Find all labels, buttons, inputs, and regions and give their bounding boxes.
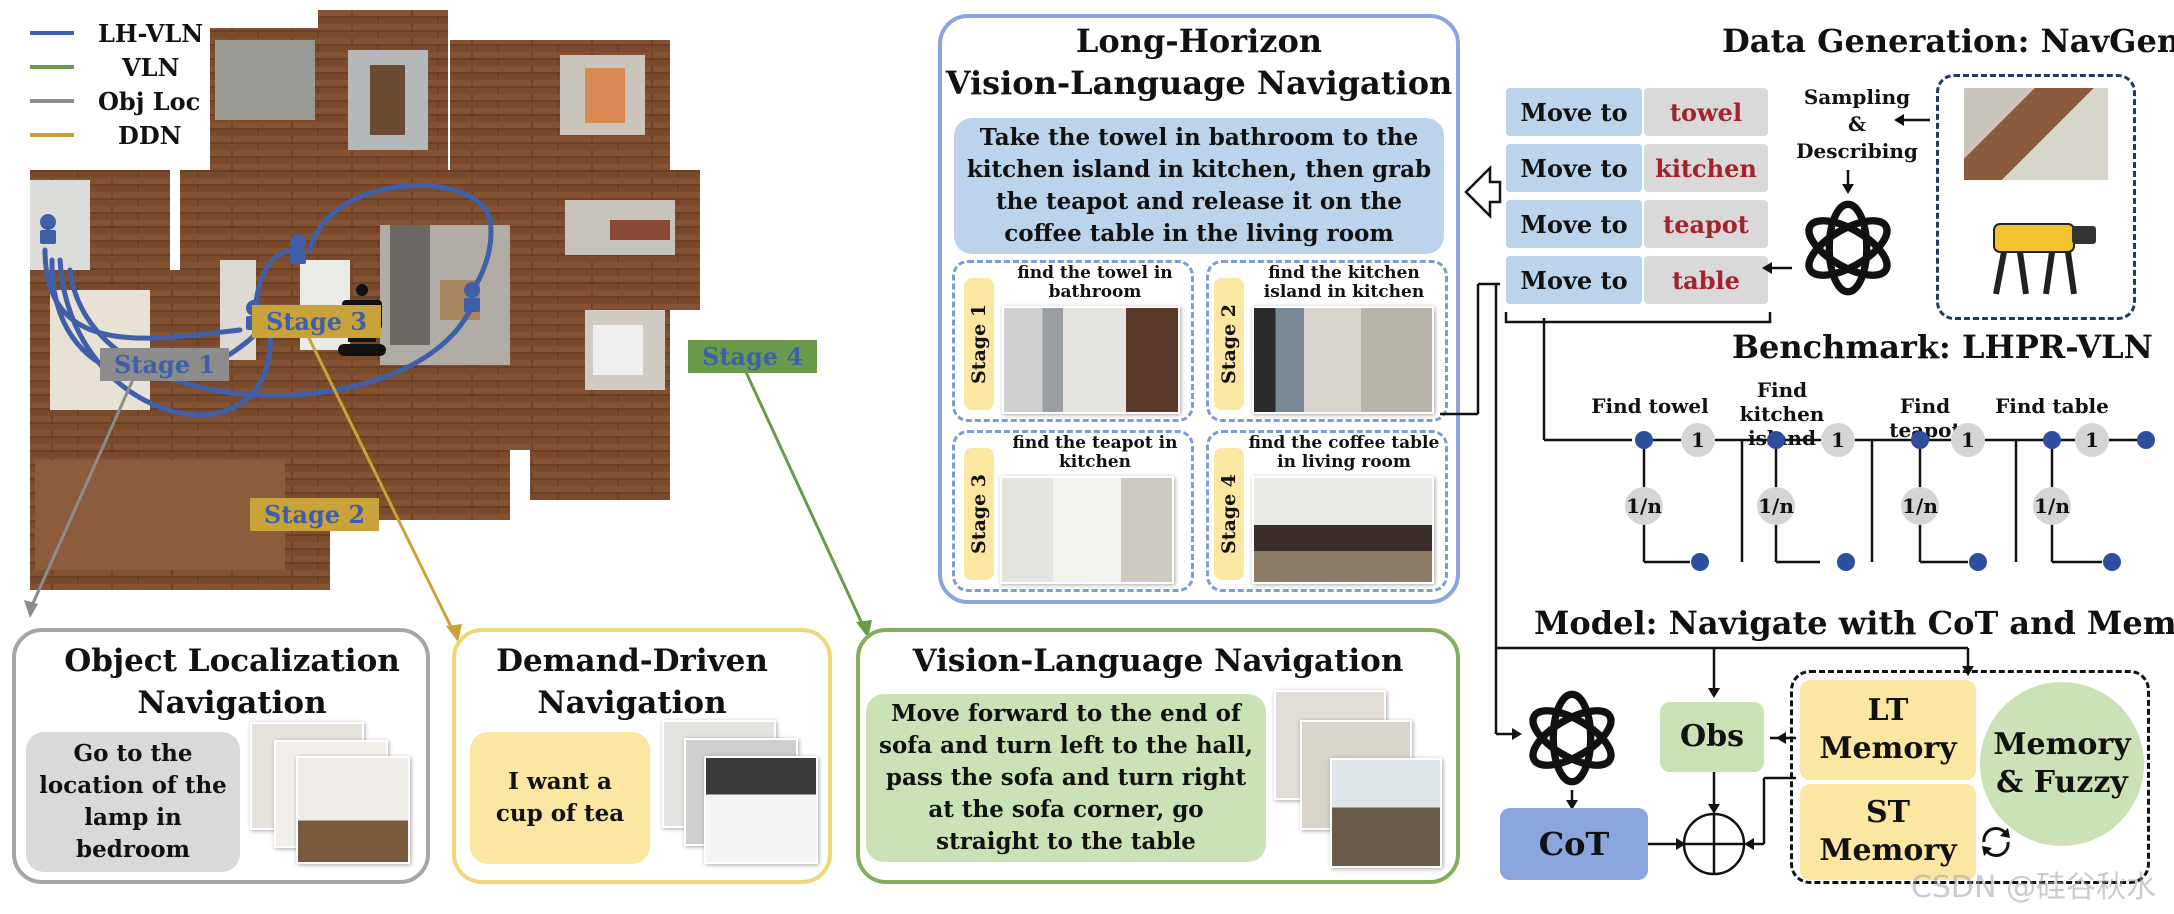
- vln-instruction: Move forward to the end of sofa and turn…: [866, 694, 1266, 862]
- step-label-4: Find table: [1995, 394, 2109, 418]
- step-label-3: Find teapot: [1889, 394, 1961, 442]
- sampling-describing-label: Sampling & Describing: [1796, 85, 1918, 163]
- navgen-title: Data Generation: NavGen: [1722, 22, 2174, 60]
- llm-logo-icon: [1805, 200, 1891, 296]
- step-label-1: Find towel: [1591, 394, 1709, 418]
- stage-3-label: Stage 3: [252, 305, 382, 338]
- edge-label-1a: 1: [1691, 428, 1705, 452]
- move-target-4: table: [1644, 256, 1768, 304]
- legend-label: VLN: [122, 52, 180, 82]
- vln-photo-front: [1330, 758, 1442, 868]
- memory-dashed-box: [1790, 670, 2150, 884]
- edge-label-frac-a: 1/n: [1626, 494, 1662, 518]
- legend-item-ddn: DDN: [30, 120, 182, 150]
- move-action-3: Move to: [1506, 200, 1642, 248]
- edge-label-1d: 1: [2085, 428, 2099, 452]
- subtask-panel-1: [952, 260, 1194, 422]
- stage-4-label: Stage 4: [688, 340, 818, 373]
- subtask-photo-4: [1252, 476, 1434, 584]
- subtask-photo-1: [1002, 306, 1180, 414]
- lt-memory-block: LT Memory: [1800, 680, 1976, 780]
- llm-logo-icon: [1529, 690, 1615, 786]
- lhvln-instruction: Take the towel in bathroom to the kitche…: [954, 118, 1444, 254]
- subtask-stage-2-tag: Stage 2: [1214, 278, 1244, 410]
- move-target-3: teapot: [1644, 200, 1768, 248]
- graph-node: [1969, 553, 1987, 571]
- subtask-stage-3-tag: Stage 3: [964, 448, 994, 580]
- graph-node: [2043, 431, 2061, 449]
- legend-swatch-icon: [30, 65, 74, 69]
- ddn-photo-front: [704, 756, 818, 864]
- objloc-title: Object Localization Navigation: [64, 643, 400, 721]
- legend-swatch-icon: [30, 133, 74, 137]
- step-label-2: Find kitchen island: [1739, 378, 1825, 450]
- memory-fuzzy-circle: Memory & Fuzzy: [1980, 682, 2144, 846]
- graph-node: [1691, 553, 1709, 571]
- legend-label: LH-VLN: [98, 18, 204, 48]
- robot-dog-icon: [1993, 223, 2096, 295]
- subtask-caption-3: find the teapot in kitchen: [1012, 433, 1178, 472]
- subtask-panel-3: [952, 430, 1194, 592]
- navgen-assets-box: [1936, 74, 2136, 320]
- graph-node: [1635, 431, 1653, 449]
- subtask-panel-4: [1206, 430, 1448, 592]
- refresh-cycle-icon: [1982, 827, 2010, 857]
- graph-node: [1911, 431, 1929, 449]
- edge-label-1b: 1: [1831, 428, 1845, 452]
- stage-2-label: Stage 2: [250, 498, 380, 531]
- legend-item-lhvln: LH-VLN: [30, 18, 203, 48]
- edge-label-frac-b: 1/n: [1758, 494, 1794, 518]
- objloc-instruction: Go to the location of the lamp in bedroo…: [26, 732, 240, 872]
- ddn-title: Demand-Driven Navigation: [496, 643, 768, 721]
- benchmark-title: Benchmark: LHPR-VLN: [1732, 328, 2153, 366]
- objloc-photo-front: [296, 756, 410, 864]
- legend-item-vln: VLN: [30, 52, 179, 82]
- move-target-1: towel: [1644, 88, 1768, 136]
- subtask-photo-3: [1000, 476, 1174, 584]
- legend-swatch-icon: [30, 31, 74, 35]
- move-target-2: kitchen: [1644, 144, 1768, 192]
- graph-node: [1767, 431, 1785, 449]
- cot-block: CoT: [1500, 808, 1648, 880]
- edge-label-frac-c: 1/n: [1902, 494, 1938, 518]
- subtask-caption-2: find the kitchen island in kitchen: [1263, 263, 1425, 302]
- subtask-photo-2: [1252, 306, 1434, 414]
- subtask-panel-2: [1206, 260, 1448, 422]
- legend-item-objloc: Obj Loc: [30, 86, 200, 116]
- subtask-stage-1-tag: Stage 1: [964, 278, 994, 410]
- edge-label-frac-d: 1/n: [2034, 494, 2070, 518]
- subtask-stage-4-tag: Stage 4: [1214, 448, 1244, 580]
- legend-label: Obj Loc: [98, 86, 201, 116]
- move-action-2: Move to: [1506, 144, 1642, 192]
- model-title: Model: Navigate with CoT and Memory: [1534, 604, 2174, 642]
- move-action-1: Move to: [1506, 88, 1642, 136]
- edge-label-1c: 1: [1961, 428, 1975, 452]
- vln-title: Vision-Language Navigation: [912, 643, 1404, 679]
- obs-block: Obs: [1660, 702, 1764, 772]
- subtask-caption-1: find the towel in bathroom: [1017, 263, 1173, 302]
- graph-node: [2137, 431, 2155, 449]
- move-action-4: Move to: [1506, 256, 1642, 304]
- legend-label: DDN: [118, 120, 182, 150]
- ddn-instruction: I want a cup of tea: [470, 732, 650, 864]
- robot-dog-image: [1974, 206, 2114, 298]
- watermark-text: CSDN @硅谷秋水: [1910, 870, 2156, 905]
- scene-map-thumbnail: [1964, 88, 2108, 180]
- graph-node: [2103, 553, 2121, 571]
- graph-node: [1837, 553, 1855, 571]
- st-memory-block: ST Memory: [1800, 784, 1976, 880]
- stage-1-label: Stage 1: [100, 348, 230, 381]
- lhvln-title: Long-Horizon Vision-Language Navigation: [945, 22, 1453, 102]
- legend-swatch-icon: [30, 99, 74, 103]
- subtask-caption-4: find the coffee table in living room: [1248, 433, 1440, 472]
- floor-plan-map: [30, 10, 700, 590]
